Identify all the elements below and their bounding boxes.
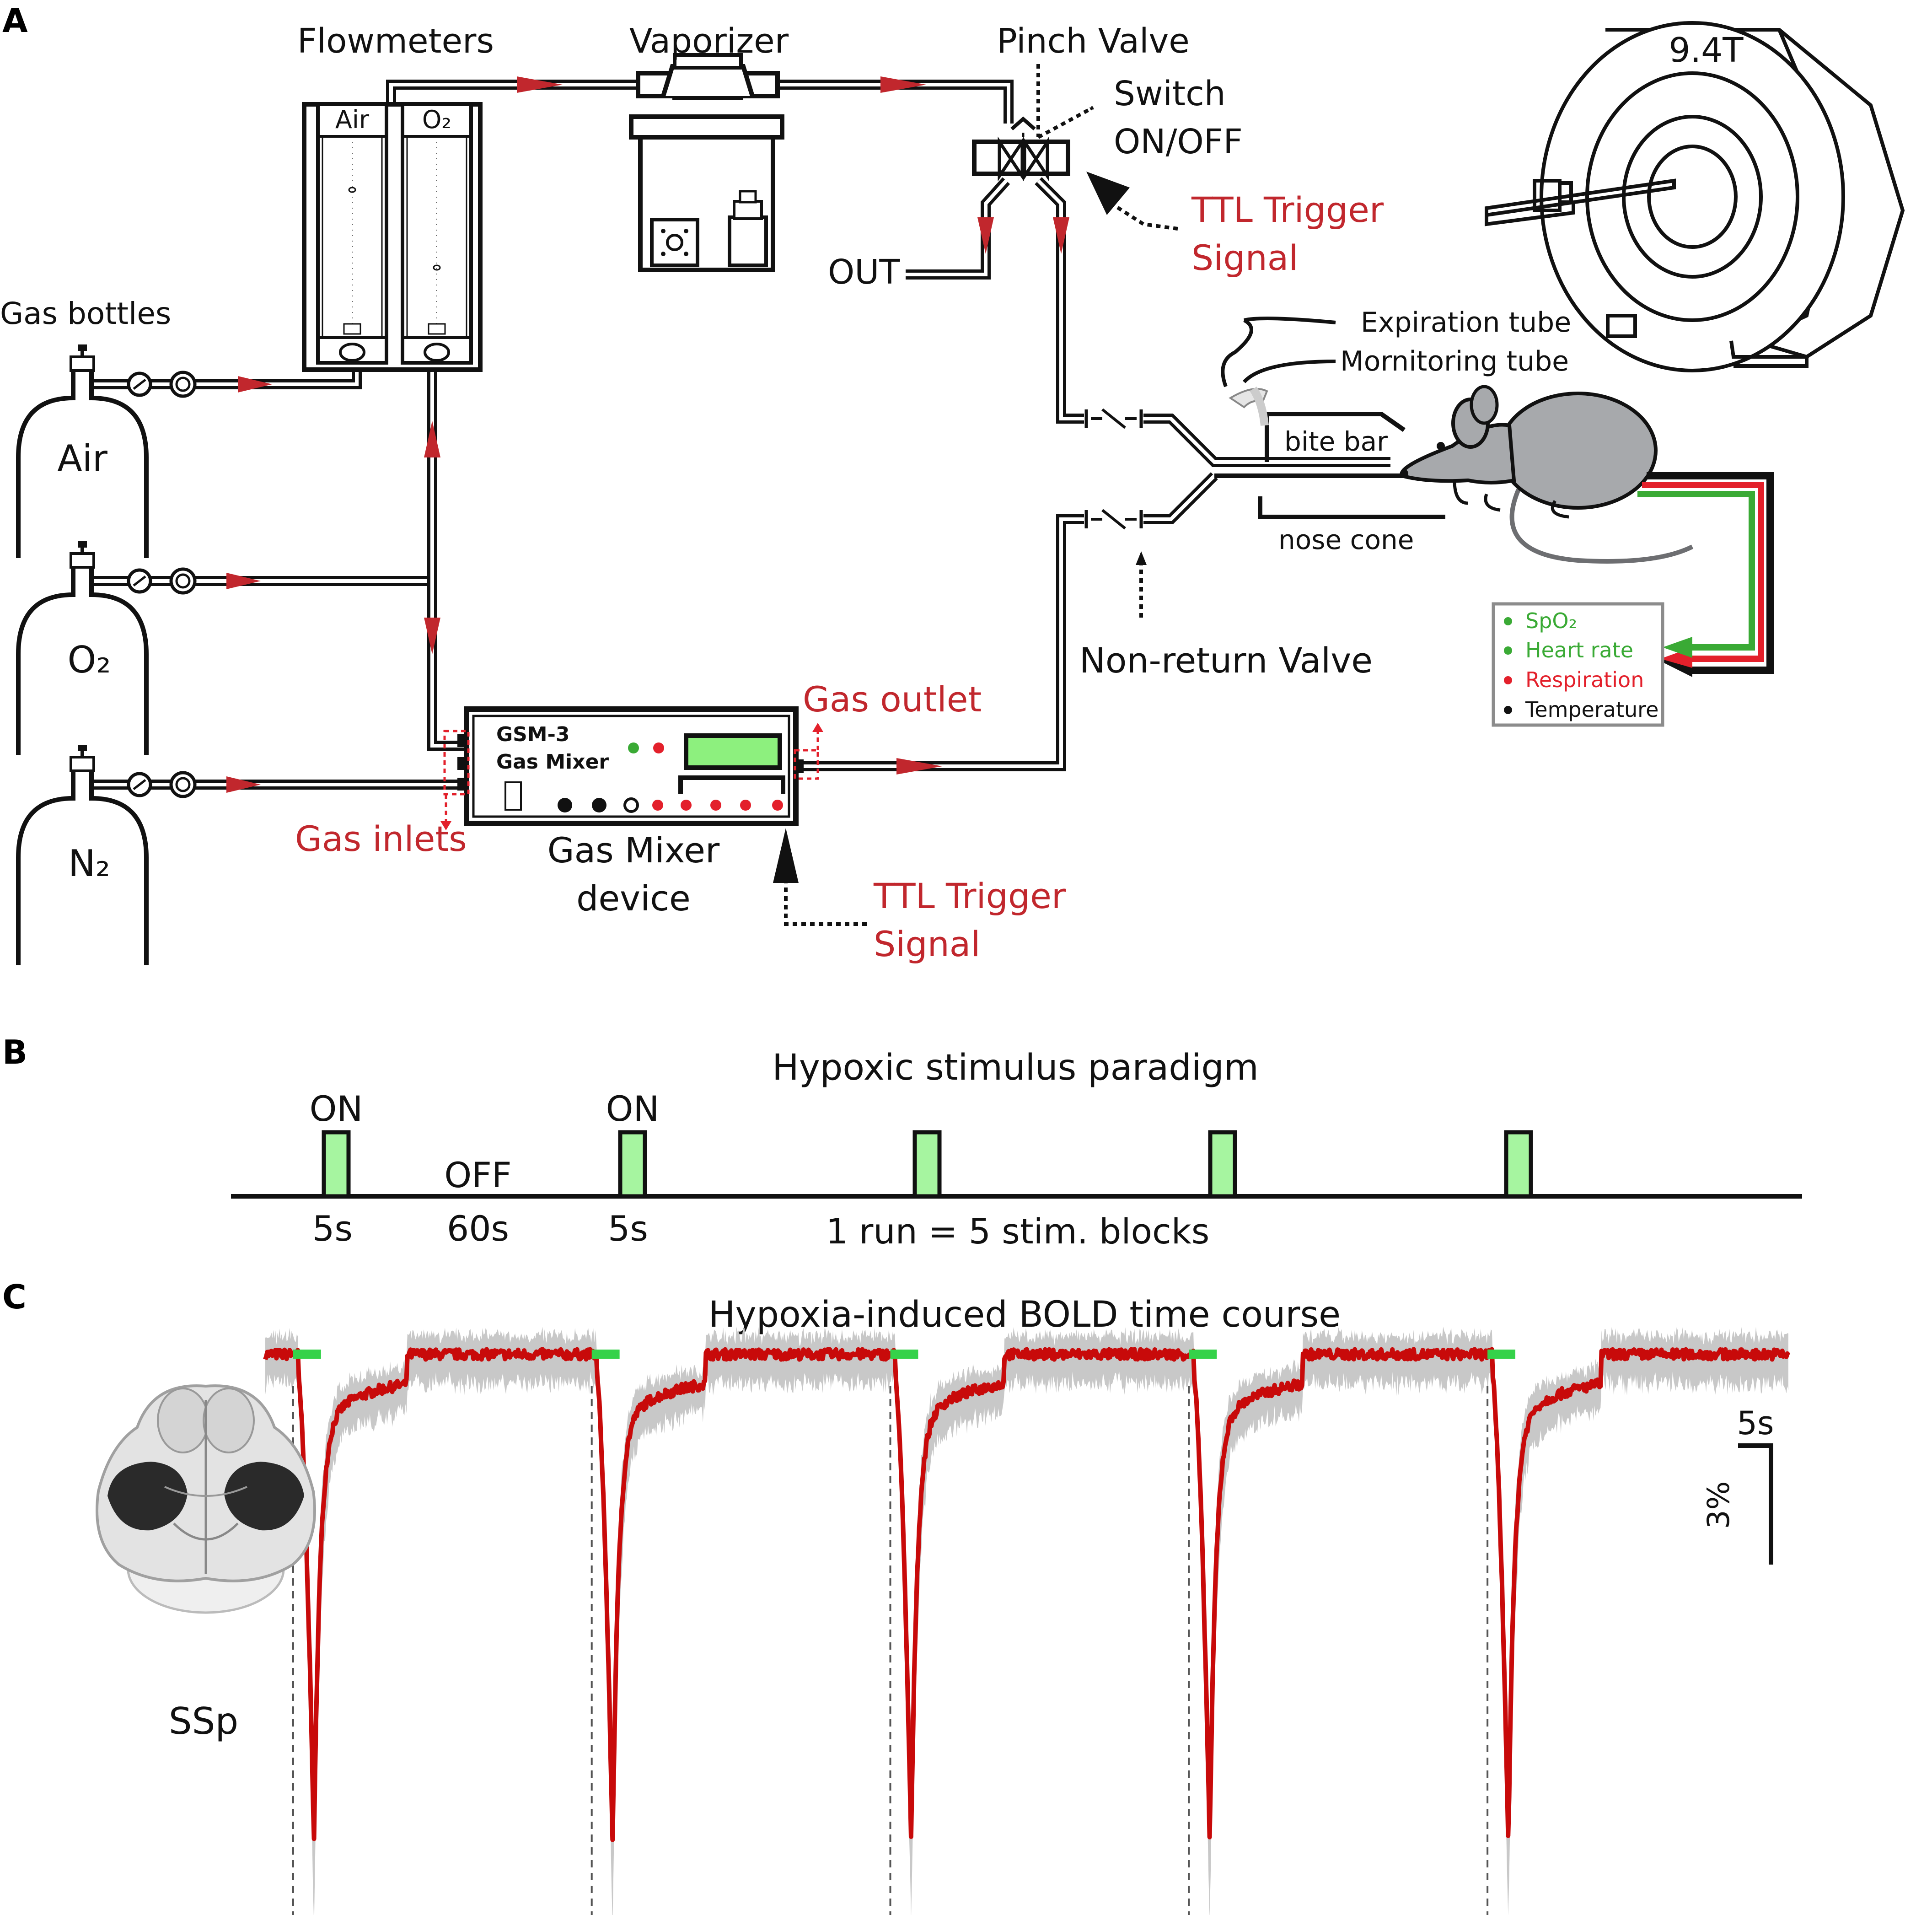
bold-title: Hypoxia-induced BOLD time course [708, 1294, 1341, 1335]
stimulus-block-5 [1504, 1130, 1533, 1199]
off-duration: 60s [447, 1208, 509, 1249]
ttl-top-arrow [1086, 172, 1178, 231]
ttl-bottom-arrow [773, 828, 867, 926]
pinch-valve [972, 116, 1070, 182]
nose-cone-label: nose cone [1278, 524, 1414, 555]
gas-mixer-device-label-2: device [576, 878, 691, 919]
gas-mixer-device-label-1: Gas Mixer [547, 830, 720, 871]
nose-cone [1214, 317, 1445, 519]
off-label: OFF [444, 1155, 511, 1195]
stimulus-block-4 [1208, 1130, 1237, 1199]
out-label: OUT [828, 253, 900, 292]
legend-respiration: Respiration [1525, 667, 1644, 692]
panel-label-a: A [2, 1, 28, 40]
on-duration-1: 5s [312, 1208, 353, 1249]
monitoring-cables [1637, 472, 1774, 677]
switch-pointer [1037, 106, 1094, 139]
mri-magnet [1485, 21, 1905, 372]
non-return-valve-label: Non-return Valve [1079, 640, 1373, 681]
legend-heart-rate: Heart rate [1525, 638, 1633, 662]
inlet-outlet-markers [440, 723, 823, 830]
gas-bottle-n2 [16, 745, 197, 965]
stimulus-marker-5 [1487, 1350, 1516, 1359]
on-duration-2: 5s [608, 1208, 648, 1249]
ttl-bottom-label-2: Signal [874, 924, 980, 964]
sem-band [265, 1326, 1788, 1915]
bottle-air-label: Air [57, 437, 107, 480]
stimulus-marker-1 [293, 1350, 321, 1359]
gsm-label-1: GSM-3 [496, 723, 569, 746]
ttl-bottom-label-1: TTL Trigger [873, 876, 1066, 916]
non-return-valves [1084, 403, 1147, 618]
legend-spo2: SpO₂ [1525, 608, 1577, 633]
flowmeter-air-label: Air [335, 105, 370, 134]
scale-time-label: 5s [1737, 1404, 1774, 1442]
magnet-label: 9.4T [1669, 31, 1744, 70]
gas-bottle-air [16, 344, 197, 558]
stimulus-paradigm [231, 1130, 1802, 1199]
bite-bar-label: bite bar [1284, 426, 1388, 457]
on-label-2: ON [606, 1088, 660, 1129]
legend-temperature: Temperature [1525, 697, 1658, 722]
mouse [1400, 385, 1694, 564]
panel-label-c: C [2, 1278, 27, 1316]
pinch-valve-label: Pinch Valve [997, 22, 1190, 61]
ttl-top-label-2: Signal [1191, 237, 1298, 278]
run-note: 1 run = 5 stim. blocks [826, 1211, 1210, 1252]
stimulus-marker-2 [591, 1350, 620, 1359]
switch-label-1: Switch [1114, 74, 1226, 113]
monitor-legend: SpO₂ Heart rate Respiration Temperature [1492, 602, 1664, 727]
expiration-tube-label: Expiration tube [1361, 307, 1571, 339]
gas-bottle-o2 [16, 541, 197, 755]
switch-label-2: ON/OFF [1114, 122, 1243, 161]
stimulus-marker-4 [1189, 1350, 1217, 1359]
panel-label-b: B [2, 1033, 27, 1071]
bold-trace [263, 1347, 1791, 1842]
stimulus-block-3 [912, 1130, 942, 1199]
flowmeters-label: Flowmeters [297, 22, 494, 61]
gas-bottles-label: Gas bottles [0, 296, 171, 331]
bottle-n2-label: N₂ [68, 842, 110, 885]
paradigm-title: Hypoxic stimulus paradigm [772, 1047, 1259, 1088]
stimulus-marker-3 [890, 1350, 918, 1359]
vaporizer [629, 53, 784, 272]
scale-bar [1738, 1443, 1773, 1565]
flowmeter-o2-label: O₂ [422, 105, 451, 134]
flowmeters [302, 102, 483, 372]
brain-ssp-icon [96, 1384, 316, 1614]
bold-time-course [263, 1326, 1791, 1915]
gas-mixer [457, 706, 804, 826]
stimulus-block-2 [618, 1130, 647, 1199]
ttl-top-label-1: TTL Trigger [1191, 189, 1384, 230]
gsm-label-2: Gas Mixer [496, 750, 609, 774]
stimulus-block-1 [322, 1130, 351, 1199]
gas-outlet-label: Gas outlet [803, 679, 982, 720]
gas-inlets-label: Gas inlets [295, 818, 467, 859]
flow-arrows [226, 76, 1069, 793]
vaporizer-label: Vaporizer [629, 22, 789, 61]
bottle-o2-label: O₂ [67, 639, 111, 681]
scale-amplitude-label: 3% [1701, 1481, 1736, 1529]
on-label-1: ON [310, 1088, 363, 1129]
monitoring-tube-label: Mornitoring tube [1340, 345, 1569, 377]
region-label: SSp [169, 1700, 238, 1743]
